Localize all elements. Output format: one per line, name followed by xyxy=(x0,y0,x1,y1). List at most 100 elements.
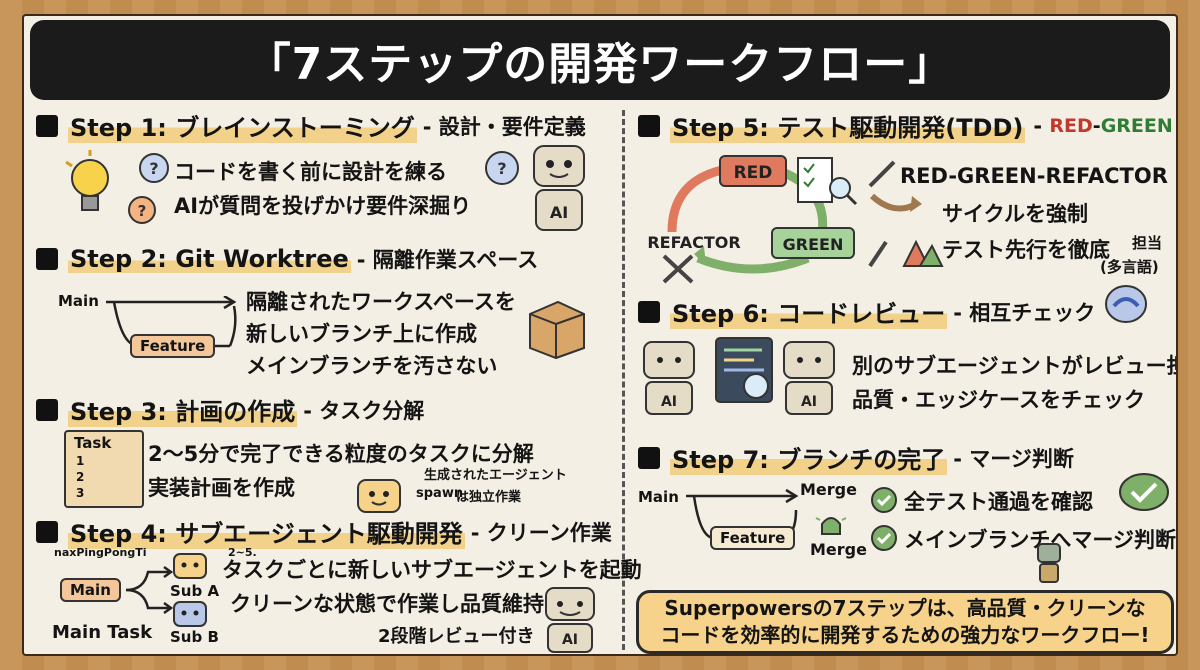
step5-badge-2: (多言語) xyxy=(1100,258,1159,276)
sub-a-label: Sub A xyxy=(170,582,220,600)
step1-subtitle: - 設計・要件定義 xyxy=(422,114,586,139)
step4-line-1: タスクごとに新しいサブエージェントを起動 xyxy=(222,558,642,582)
robot-ai-small-icon: AI xyxy=(545,587,595,653)
step1-bot-label: AI xyxy=(550,203,568,222)
summary-line-1: Superpowersの7ステップは、高品質・クリーンな xyxy=(664,596,1146,620)
summary-box: Superpowersの7ステップは、高品質・クリーンな コードを効率的に開発す… xyxy=(636,590,1174,654)
step2-line-2: 新しいブランチ上に作成 xyxy=(246,322,477,346)
step1-title: Step 1: ブレインストーミング xyxy=(68,108,417,143)
alert-light-icon xyxy=(815,517,847,535)
step6-heading: Step 6: コードレビュー - 相互チェック xyxy=(638,294,1095,329)
title-banner: 「7ステップの開発ワークフロー」 xyxy=(30,20,1170,100)
wrench-arrow-icon xyxy=(868,160,922,212)
whiteboard: 「7ステップの開発ワークフロー」 Step 1: ブレインストーミング - 設計… xyxy=(22,14,1178,656)
lightbulb-question-icon: ? ? xyxy=(65,150,169,224)
column-divider xyxy=(622,110,625,650)
step4-subtitle: - クリーン作業 xyxy=(470,520,612,545)
main-task-label: Main Task xyxy=(52,622,153,643)
fork-arrows-icon xyxy=(125,565,174,615)
step6-line-1: 別のサブエージェントがレビュー担当 xyxy=(852,354,1178,378)
step7-line-1: 全テスト通過を確認 xyxy=(904,490,1093,514)
tdd-cycle-diagram: RED GREEN REFACTOR xyxy=(647,155,855,274)
step4-title: Step 4: サブエージェント駆動開発 xyxy=(68,514,465,549)
task-list-icon: Task 1 2 3 xyxy=(64,430,144,508)
sub-b-label: Sub B xyxy=(170,628,219,646)
cycle-green-label: GREEN xyxy=(783,235,844,254)
step4-heading: Step 4: サブエージェント駆動開発 - クリーン作業 xyxy=(36,514,612,549)
robot-head-icon xyxy=(357,479,401,513)
box-workspace-icon xyxy=(529,300,585,360)
tools-icon xyxy=(662,254,694,284)
step6-subtitle: - 相互チェック xyxy=(953,300,1096,325)
page-title: 「7ステップの開発ワークフロー」 xyxy=(246,39,954,90)
bullet-square-icon xyxy=(36,248,58,270)
task-num: 1 xyxy=(76,454,85,468)
step4-line-3: 2段階レビュー付き xyxy=(378,626,535,647)
step4-noise-left: naxPingPongTi xyxy=(54,546,147,559)
check-circle-icon xyxy=(871,525,897,551)
step3-heading: Step 3: 計画の作成 - タスク分解 xyxy=(36,392,424,427)
step5-line-1: RED-GREEN-REFACTOR xyxy=(900,164,1168,188)
step7-main-label: Main xyxy=(638,488,679,506)
spawn-label: spawn xyxy=(416,486,464,501)
svg-text:?: ? xyxy=(138,202,147,220)
step1-line-2: AIが質問を投げかけ要件深掘り xyxy=(174,194,472,218)
language-bird-icon xyxy=(1105,285,1147,323)
task-num: 2 xyxy=(76,470,85,484)
step2-subtitle: - 隔離作業スペース xyxy=(356,248,539,272)
step2-line-3: メインブランチを汚さない xyxy=(246,354,498,378)
checklist-magnifier-icon xyxy=(797,157,858,206)
step5-green-label: GREEN xyxy=(1100,114,1173,137)
robot-ai-icon: ? AI xyxy=(485,145,585,231)
step5-dash: - xyxy=(1092,114,1101,137)
cycle-red-label: RED xyxy=(734,163,773,183)
step5-line-3: テスト先行を徹底 xyxy=(942,238,1110,262)
step7-feature-tag: Feature xyxy=(710,526,796,550)
step1-line-1: コードを書く前に設計を練る xyxy=(174,160,447,184)
sub-agent-b-icon xyxy=(173,601,207,627)
step5-heading: Step 5: テスト駆動開発(TDD) - RED - GREEN xyxy=(638,108,1173,143)
bullet-square-icon xyxy=(36,398,58,421)
step5-title: Step 5: テスト駆動開発(TDD) xyxy=(670,108,1026,143)
spawn-note: 生成されたエージェント xyxy=(424,468,567,483)
step7-subtitle: - マージ判断 xyxy=(953,446,1074,471)
bullet-square-icon xyxy=(638,114,660,137)
step5-badge-1: 担当 xyxy=(1132,234,1163,252)
bullet-square-icon xyxy=(638,446,660,469)
step2-title: Step 2: Git Worktree xyxy=(68,245,351,273)
step2-feature-tag: Feature xyxy=(130,334,216,358)
svg-text:?: ? xyxy=(497,159,506,178)
step7-merge-label-2: Merge xyxy=(810,540,867,559)
step3-line-2: 実装計画を作成 xyxy=(148,476,295,500)
step3-title: Step 3: 計画の作成 xyxy=(68,392,298,427)
step3-subtitle: - タスク分解 xyxy=(303,398,425,423)
check-circle-icon xyxy=(871,487,897,513)
step1-heading: Step 1: ブレインストーミング - 設計・要件定義 xyxy=(36,108,586,143)
step7-merge-label-1: Merge xyxy=(800,480,857,499)
branch-arrows-icon xyxy=(106,296,237,348)
step6-bot-label-2: AI xyxy=(801,394,817,410)
cycle-refactor-label: REFACTOR xyxy=(647,233,740,252)
step2-line-1: 隔離されたワークスペースを xyxy=(246,290,516,314)
step6-bot-label-1: AI xyxy=(661,394,677,410)
task-list-title: Task xyxy=(74,434,112,452)
step4-line-2: クリーンな状態で作業し品質維持 xyxy=(230,592,544,616)
bullet-square-icon xyxy=(638,300,660,323)
step4-noise-right: 2~5. xyxy=(228,546,257,559)
step5-red-label: RED xyxy=(1049,114,1093,137)
task-num: 3 xyxy=(76,486,85,500)
spawn-note-2: は独立作業 xyxy=(456,490,522,505)
step4-main-tag: Main xyxy=(60,578,121,602)
step4-bot-label: AI xyxy=(562,632,578,648)
svg-text:?: ? xyxy=(149,159,158,178)
bullet-square-icon xyxy=(36,114,58,137)
small-robot-icon xyxy=(1037,543,1061,583)
step2-heading: Step 2: Git Worktree - 隔離作業スペース xyxy=(36,244,538,274)
bullet-square-icon xyxy=(36,520,58,543)
step7-heading: Step 7: ブランチの完了 - マージ判断 xyxy=(638,440,1074,475)
test-chart-icon xyxy=(868,239,944,268)
sub-agent-a-icon xyxy=(173,553,207,579)
step5-line-2: サイクルを強制 xyxy=(942,202,1088,226)
step6-title: Step 6: コードレビュー xyxy=(670,294,948,329)
step7-title: Step 7: ブランチの完了 xyxy=(670,440,948,475)
